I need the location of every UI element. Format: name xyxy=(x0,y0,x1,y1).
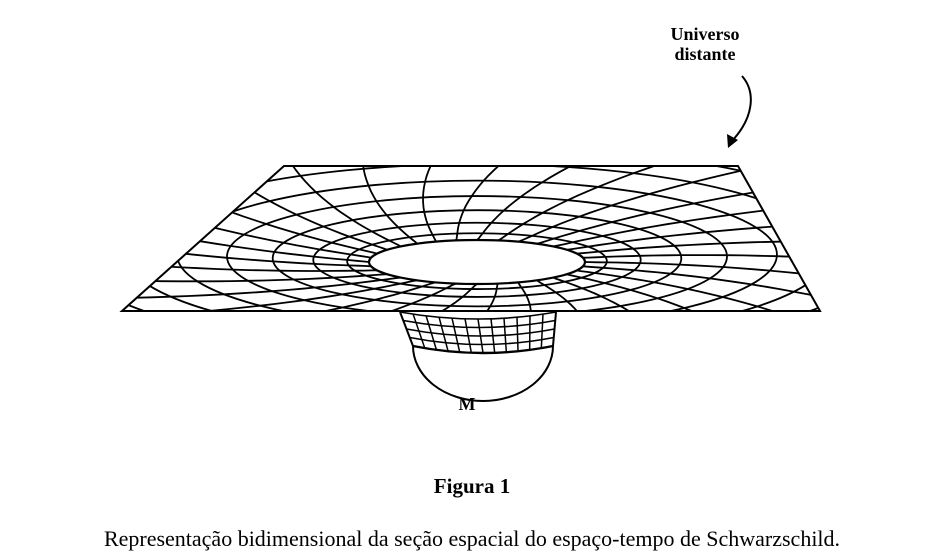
mass-sphere xyxy=(412,345,554,402)
grid-spoke xyxy=(122,273,388,283)
grid-ring xyxy=(367,238,587,286)
grid-spoke xyxy=(361,166,418,245)
grid-spoke xyxy=(566,218,820,251)
grid-spoke xyxy=(422,166,458,242)
distant-universe-label: Universo distante xyxy=(670,24,740,64)
throat-rib xyxy=(451,317,461,353)
grid-spoke xyxy=(455,166,550,241)
funnel-throat xyxy=(399,311,557,355)
throat-rib xyxy=(464,318,473,353)
figure-caption: Representação bidimensional da seção esp… xyxy=(103,526,841,551)
pointer-arrow xyxy=(730,75,752,143)
grid-spoke xyxy=(122,252,378,272)
throat-rib xyxy=(425,315,438,350)
mass-label: M xyxy=(458,394,476,414)
figure-title: Figura 1 xyxy=(433,474,511,498)
embedding-diagram xyxy=(119,75,822,402)
grid-spoke xyxy=(122,228,372,268)
throat-rib xyxy=(477,318,484,354)
grid-spoke xyxy=(566,273,756,311)
throat-rib xyxy=(503,318,508,353)
grid-spoke xyxy=(277,166,402,248)
grid-spoke xyxy=(584,261,820,290)
grid-ring xyxy=(226,195,728,311)
grid-spoke xyxy=(476,166,639,241)
throat-rib xyxy=(412,313,426,349)
grid-ring xyxy=(271,209,683,308)
spacetime-grid xyxy=(122,166,820,311)
throat-rib xyxy=(540,313,544,348)
grid-spoke xyxy=(553,196,820,248)
grid-ring xyxy=(122,166,820,311)
grid-spoke xyxy=(158,281,436,311)
grid-spoke xyxy=(130,166,378,255)
grid-spoke xyxy=(582,265,820,311)
grid-spoke xyxy=(497,166,722,242)
sheet-outline xyxy=(119,165,822,312)
grid-spoke xyxy=(315,283,478,311)
throat-band xyxy=(399,311,557,320)
grid-spoke xyxy=(404,283,499,311)
grid-spoke xyxy=(496,282,532,311)
grid-spoke xyxy=(576,269,820,311)
grid-spoke xyxy=(553,276,676,311)
grid-spoke xyxy=(536,279,593,311)
grid-spoke xyxy=(122,206,370,263)
grid-ring xyxy=(122,166,820,311)
pointer-arrow-head xyxy=(727,134,738,148)
grid-spoke xyxy=(232,282,457,311)
grid-spoke xyxy=(517,166,796,243)
throat-rib xyxy=(490,318,496,353)
grid-spoke xyxy=(122,279,418,311)
throat-rib xyxy=(438,316,449,352)
grid-spoke xyxy=(582,254,820,268)
throat-rib xyxy=(516,316,519,351)
grid-ring xyxy=(346,232,608,290)
grid-ring xyxy=(312,221,642,298)
grid-spoke xyxy=(576,240,820,255)
